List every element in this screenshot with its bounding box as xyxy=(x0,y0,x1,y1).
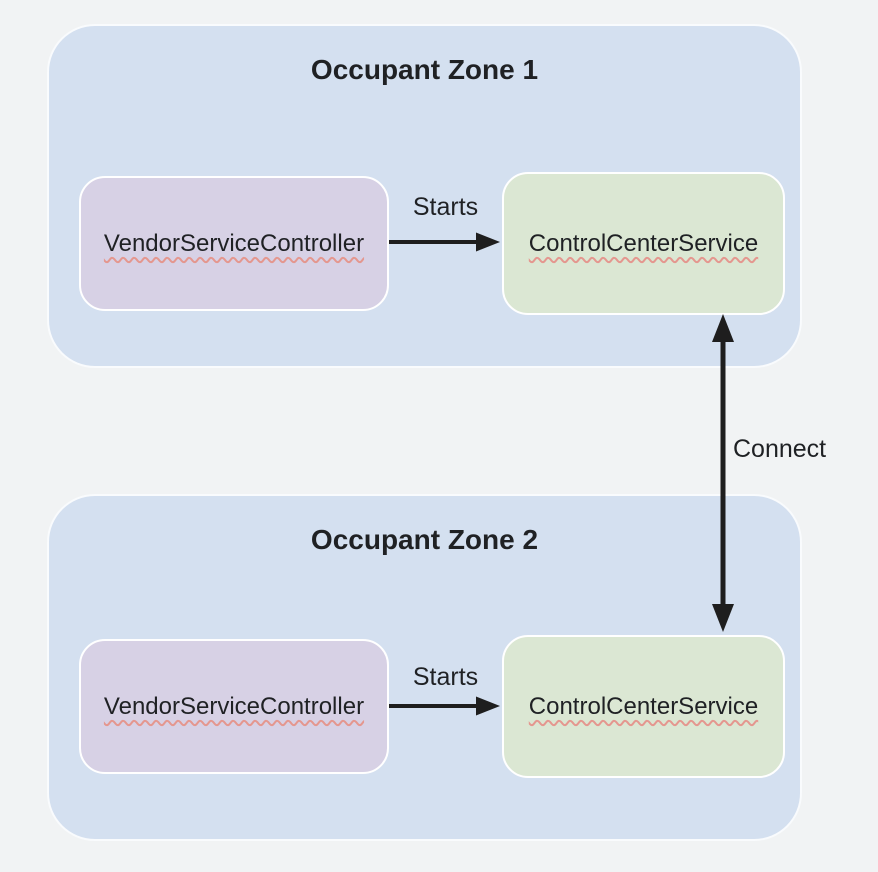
zone-2-control-center-service-box: ControlCenterService xyxy=(502,635,785,778)
zone-2-title: Occupant Zone 2 xyxy=(310,524,539,555)
zone-2-control-center-service-label: ControlCenterService xyxy=(528,692,759,720)
zone-occupant-zone-2: Occupant Zone 2 VendorServiceController … xyxy=(47,494,802,841)
zone-occupant-zone-1: Occupant Zone 1 VendorServiceController … xyxy=(47,24,802,368)
zone-1-starts-arrow-label: Starts xyxy=(412,193,479,221)
zone-2-starts-arrow-label: Starts xyxy=(412,663,479,691)
zone-2-vendor-service-controller-label: VendorServiceController xyxy=(103,692,365,720)
zone-1-vendor-service-controller-box: VendorServiceController xyxy=(79,176,389,311)
zone-2-vendor-service-controller-box: VendorServiceController xyxy=(79,639,389,774)
connect-arrow-label: Connect xyxy=(733,435,827,463)
zone-1-vendor-service-controller-label: VendorServiceController xyxy=(103,229,365,257)
zone-1-control-center-service-box: ControlCenterService xyxy=(502,172,785,315)
zone-1-control-center-service-label: ControlCenterService xyxy=(528,229,759,257)
zone-1-title: Occupant Zone 1 xyxy=(310,54,539,85)
